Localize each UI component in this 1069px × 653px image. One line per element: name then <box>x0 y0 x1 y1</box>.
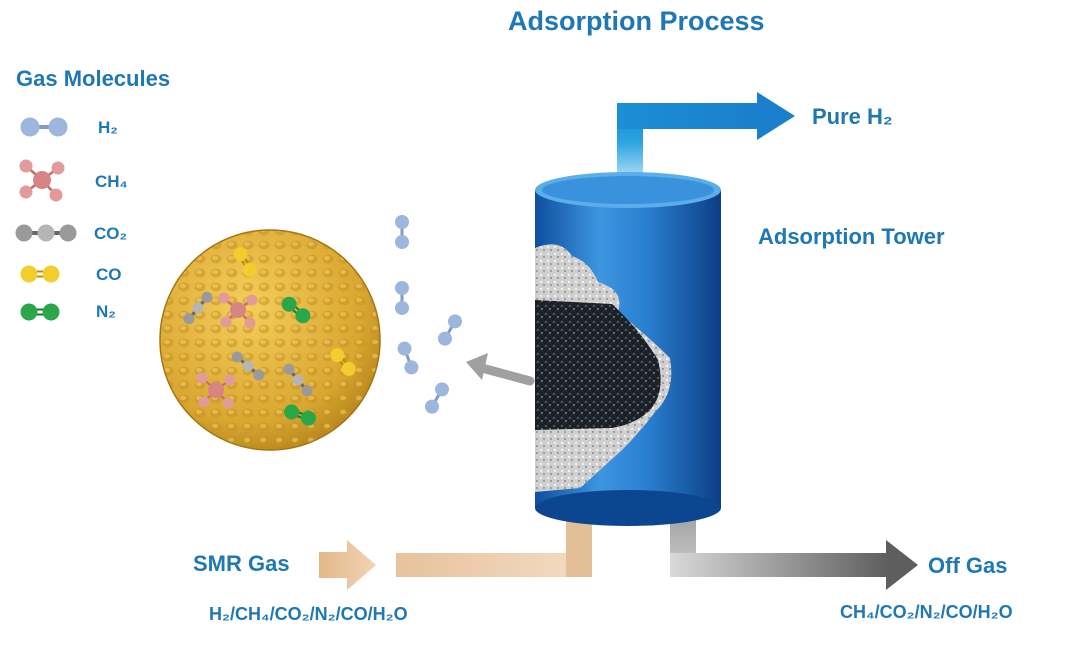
legend-icons <box>15 117 77 321</box>
h2-molecule-icon <box>425 382 449 414</box>
smr-gas-composition: H₂/CH₄/CO₂/N₂/CO/H₂O <box>209 604 408 624</box>
co-molecule-icon <box>330 348 356 376</box>
ch4-molecule-icon <box>19 159 65 202</box>
off-gas-output-arrow <box>670 505 918 590</box>
off-gas-composition: CH₄/CO₂/N₂/CO/H₂O <box>840 602 1013 622</box>
legend-label-co: CO <box>96 265 122 284</box>
co-molecule-icon <box>233 247 257 277</box>
h2-molecule-icon <box>395 215 409 249</box>
legend-label-h2: H₂ <box>98 118 118 137</box>
adsorption-tower-label: Adsorption Tower <box>758 224 945 249</box>
h2-molecule-icon <box>438 314 462 346</box>
release-arrow <box>466 353 535 386</box>
smr-gas-feed-pipe <box>319 505 592 590</box>
pure-h2-output-arrow <box>617 92 795 181</box>
diagram-title: Adsorption Process <box>508 6 765 36</box>
off-gas-label: Off Gas <box>928 553 1008 578</box>
ch4-molecule-icon <box>196 372 236 409</box>
adsorption-tower <box>535 172 721 526</box>
n2-molecule-icon <box>20 303 60 321</box>
pure-h2-label: Pure H₂ <box>812 104 893 129</box>
h2-molecule-icon <box>20 117 68 137</box>
activated-carbon-layer <box>535 300 661 430</box>
co-molecule-icon <box>20 265 60 283</box>
co2-molecule-icon <box>15 224 77 242</box>
released-h2-molecules <box>395 215 462 414</box>
h2-molecule-icon <box>397 341 419 375</box>
ch4-molecule-icon <box>218 292 258 329</box>
smr-gas-label: SMR Gas <box>193 551 290 576</box>
co2-molecule-icon <box>231 351 265 381</box>
co2-molecule-icon <box>183 291 213 325</box>
adsorbent-sphere <box>159 229 381 451</box>
n2-molecule-icon <box>284 404 316 426</box>
n2-molecule-icon <box>281 296 311 324</box>
legend-label-co2: CO₂ <box>94 224 128 243</box>
legend-label-n2: N₂ <box>96 302 116 321</box>
legend-heading: Gas Molecules <box>16 66 171 91</box>
co2-molecule-icon <box>283 363 313 397</box>
legend-label-ch4: CH₄ <box>95 172 128 191</box>
h2-molecule-icon <box>395 281 409 315</box>
